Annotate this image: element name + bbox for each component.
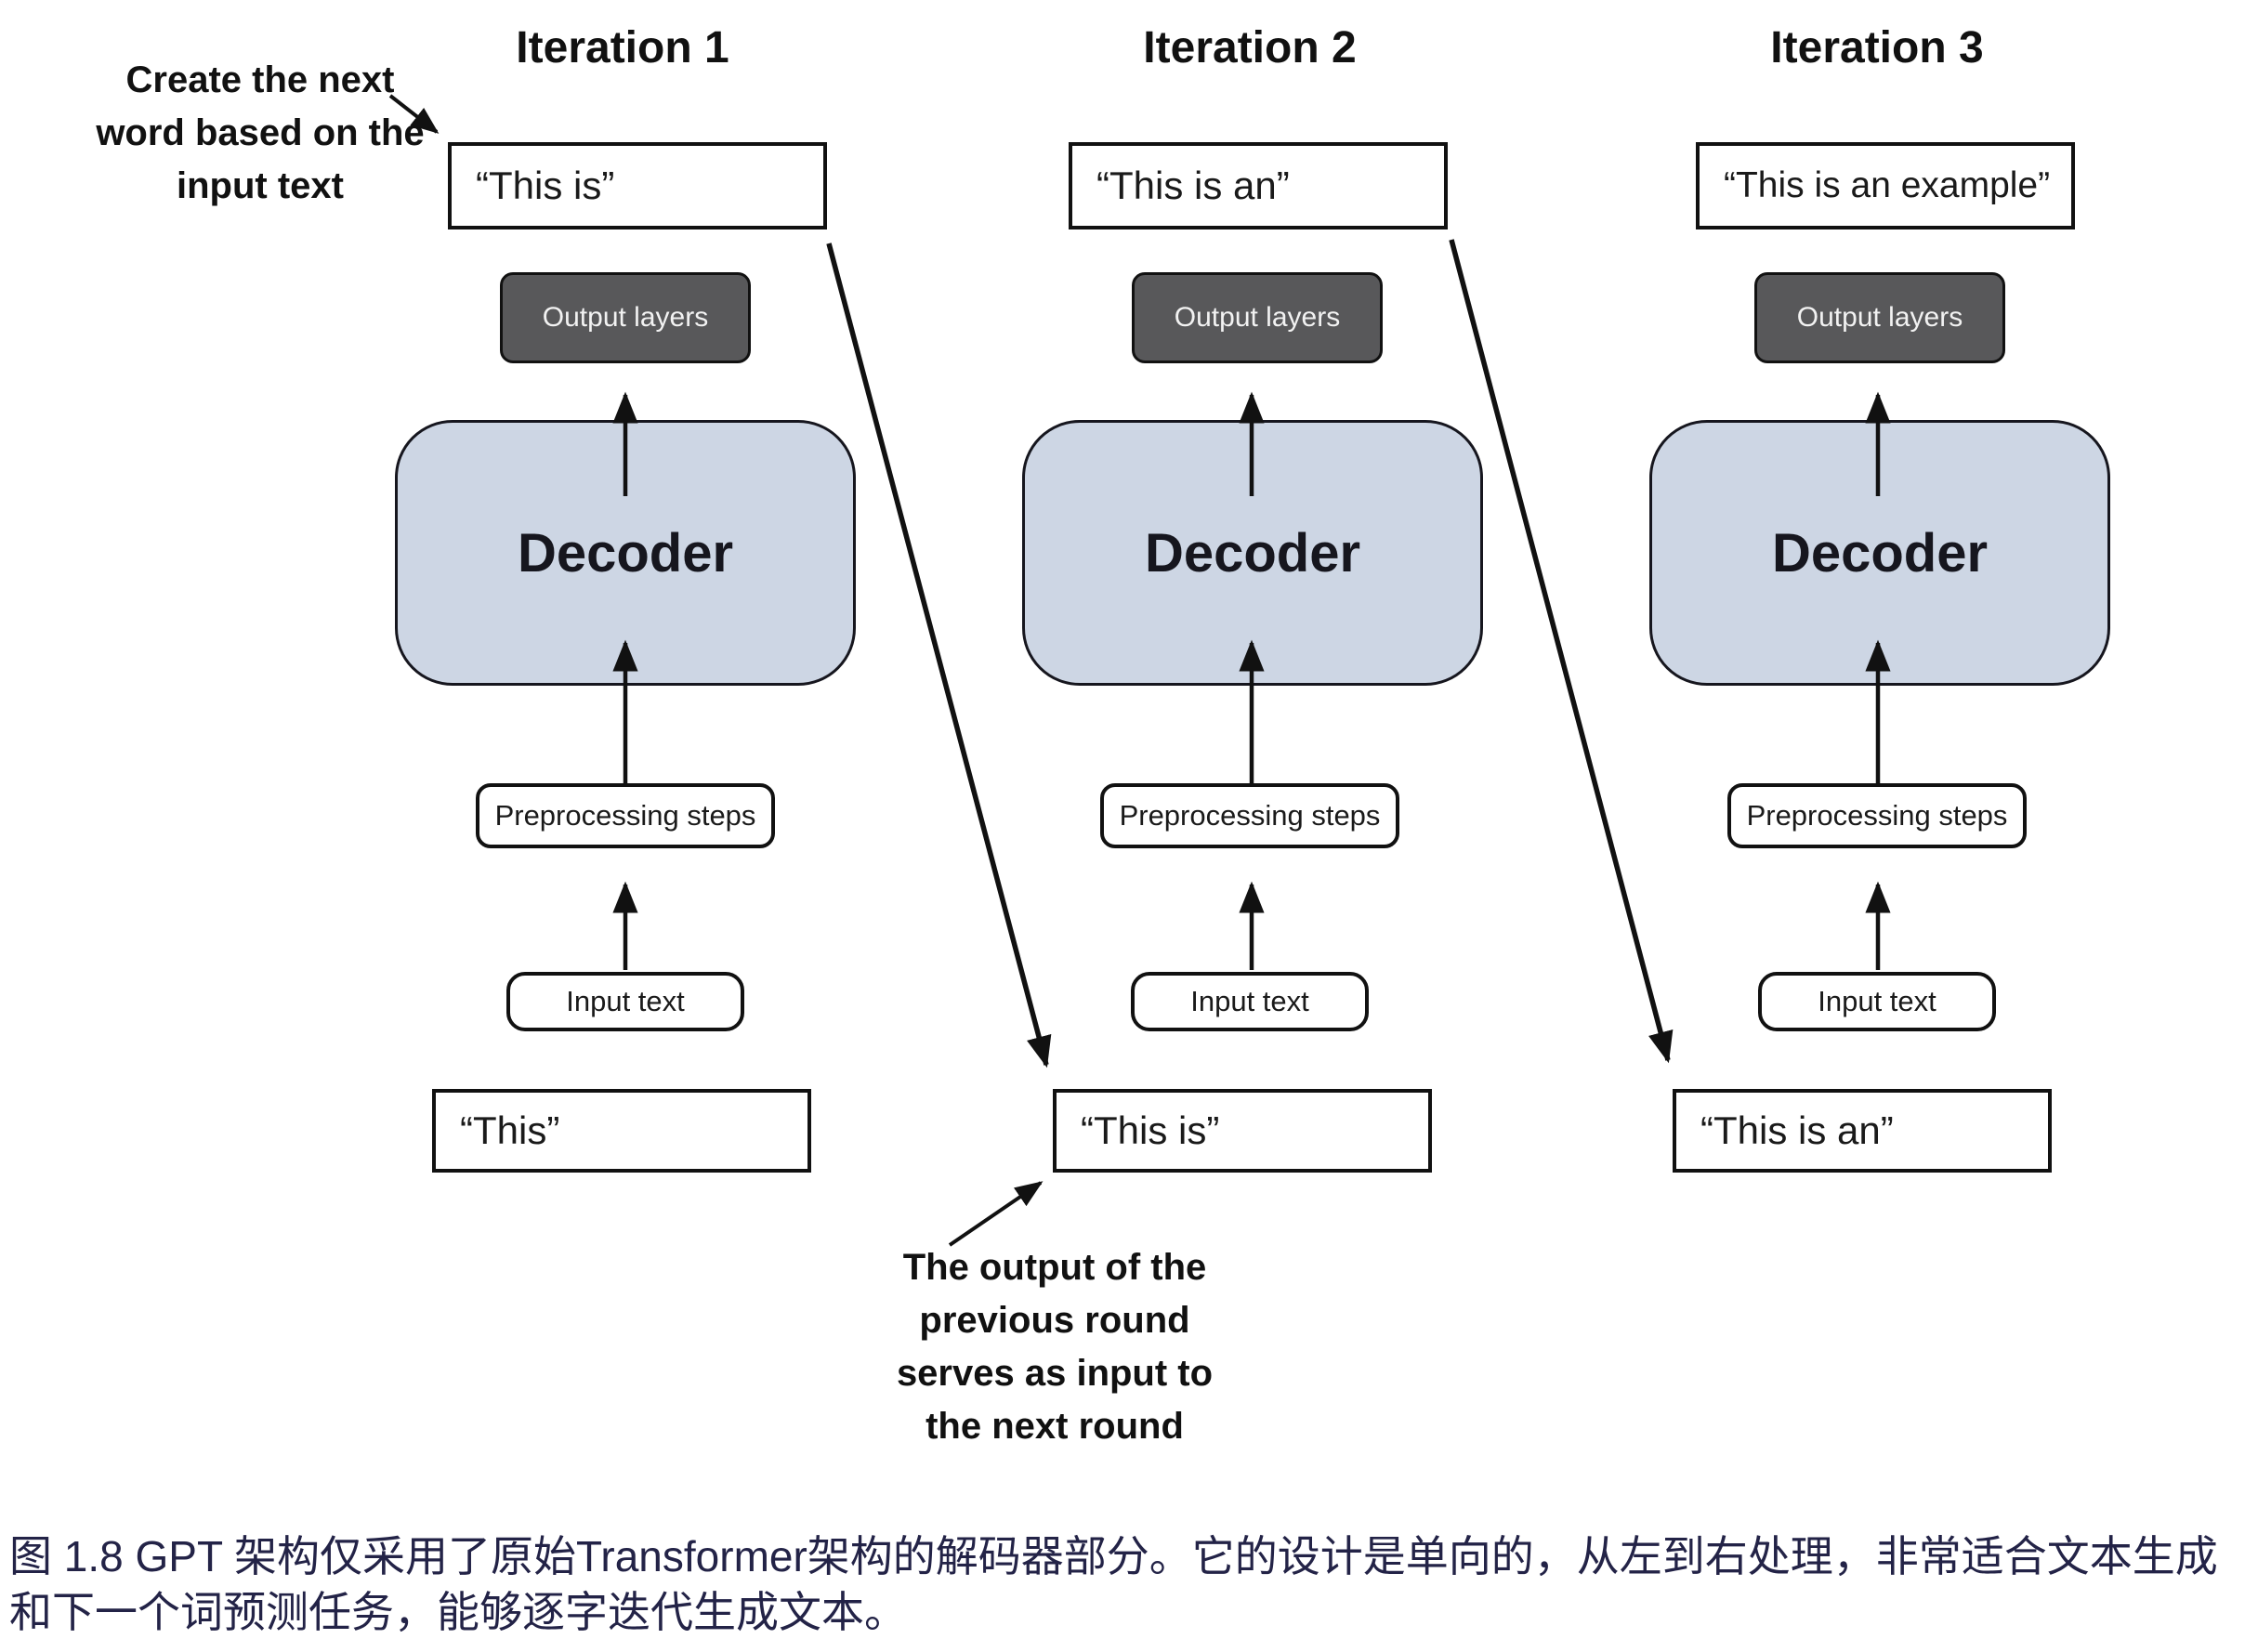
iteration-2-input-text: “This is” <box>1081 1108 1220 1152</box>
iteration-2-decoder-box: Decoder <box>1022 420 1483 686</box>
annotation-line: the next round <box>926 1406 1184 1447</box>
iteration-3-output-text-box: “This is an example” <box>1696 142 2075 229</box>
iteration-1-output-layers-box: Output layers <box>500 272 751 363</box>
iteration-3-preprocessing-label: Preprocessing steps <box>1746 799 2008 832</box>
iteration-1-output-text-box: “This is” <box>448 142 827 229</box>
annotation-output-serves-input: The output of the previous round serves … <box>864 1241 1245 1453</box>
iteration-1-preprocessing-label: Preprocessing steps <box>494 799 756 832</box>
iteration-1-input-text: “This” <box>460 1108 560 1152</box>
iteration-2-output-text-box: “This is an” <box>1069 142 1448 229</box>
annotation-create-next-word: Create the next word based on the input … <box>79 54 441 213</box>
iteration-2-output-layers-label: Output layers <box>1174 302 1341 333</box>
iteration-2-input-text-box: “This is” <box>1053 1089 1432 1173</box>
iteration-1-decoder-box: Decoder <box>395 420 856 686</box>
iteration-2-input-label: Input text <box>1190 985 1309 1017</box>
iteration-2-input-box: Input text <box>1131 972 1369 1031</box>
annotation-line: Create the next <box>125 59 395 100</box>
iteration-1-output-layers-label: Output layers <box>542 302 709 333</box>
iteration-2-output-text: “This is an” <box>1096 164 1290 207</box>
iteration-3-decoder-box: Decoder <box>1649 420 2110 686</box>
iteration-1-input-text-box: “This” <box>432 1089 811 1173</box>
figure-caption: 图 1.8 GPT 架构仅采用了原始Transformer架构的解码器部分。它的… <box>9 1532 2218 1636</box>
annotation-line: The output of the <box>902 1247 1207 1288</box>
arrow-note-bottom-pointer <box>948 1181 1044 1247</box>
iteration-2-decoder-label: Decoder <box>1144 522 1361 583</box>
iteration-1-decoder-label: Decoder <box>517 522 734 583</box>
annotation-line: input text <box>177 165 344 206</box>
iteration-1-input-label: Input text <box>566 985 685 1017</box>
iteration-3-decoder-label: Decoder <box>1771 522 1989 583</box>
iteration-2-title: Iteration 2 <box>1143 23 1357 72</box>
iteration-3-input-text: “This is an” <box>1700 1108 1894 1152</box>
annotation-line: previous round <box>919 1300 1190 1341</box>
iteration-3-input-label: Input text <box>1818 985 1936 1017</box>
arrow-output1-to-input2 <box>826 243 1052 1069</box>
iteration-1-preprocessing-box: Preprocessing steps <box>476 783 775 848</box>
arrow-output2-to-input3 <box>1449 239 1674 1064</box>
annotation-line: serves as input to <box>896 1353 1214 1394</box>
iteration-2-preprocessing-label: Preprocessing steps <box>1119 799 1381 832</box>
iteration-1-output-text: “This is” <box>476 164 615 207</box>
iteration-3-output-layers-label: Output layers <box>1796 302 1963 333</box>
iteration-3-preprocessing-box: Preprocessing steps <box>1727 783 2027 848</box>
iteration-3-input-text-box: “This is an” <box>1673 1089 2052 1173</box>
iteration-3-output-text: “This is an example” <box>1724 165 2051 205</box>
iteration-1-title: Iteration 1 <box>516 23 729 72</box>
iteration-3-title: Iteration 3 <box>1770 23 1984 72</box>
iteration-2-preprocessing-box: Preprocessing steps <box>1100 783 1399 848</box>
annotation-line: word based on the <box>96 112 425 153</box>
iteration-3-output-layers-box: Output layers <box>1754 272 2005 363</box>
iteration-1-input-box: Input text <box>506 972 744 1031</box>
iteration-2-output-layers-box: Output layers <box>1132 272 1383 363</box>
iteration-3-input-box: Input text <box>1758 972 1996 1031</box>
